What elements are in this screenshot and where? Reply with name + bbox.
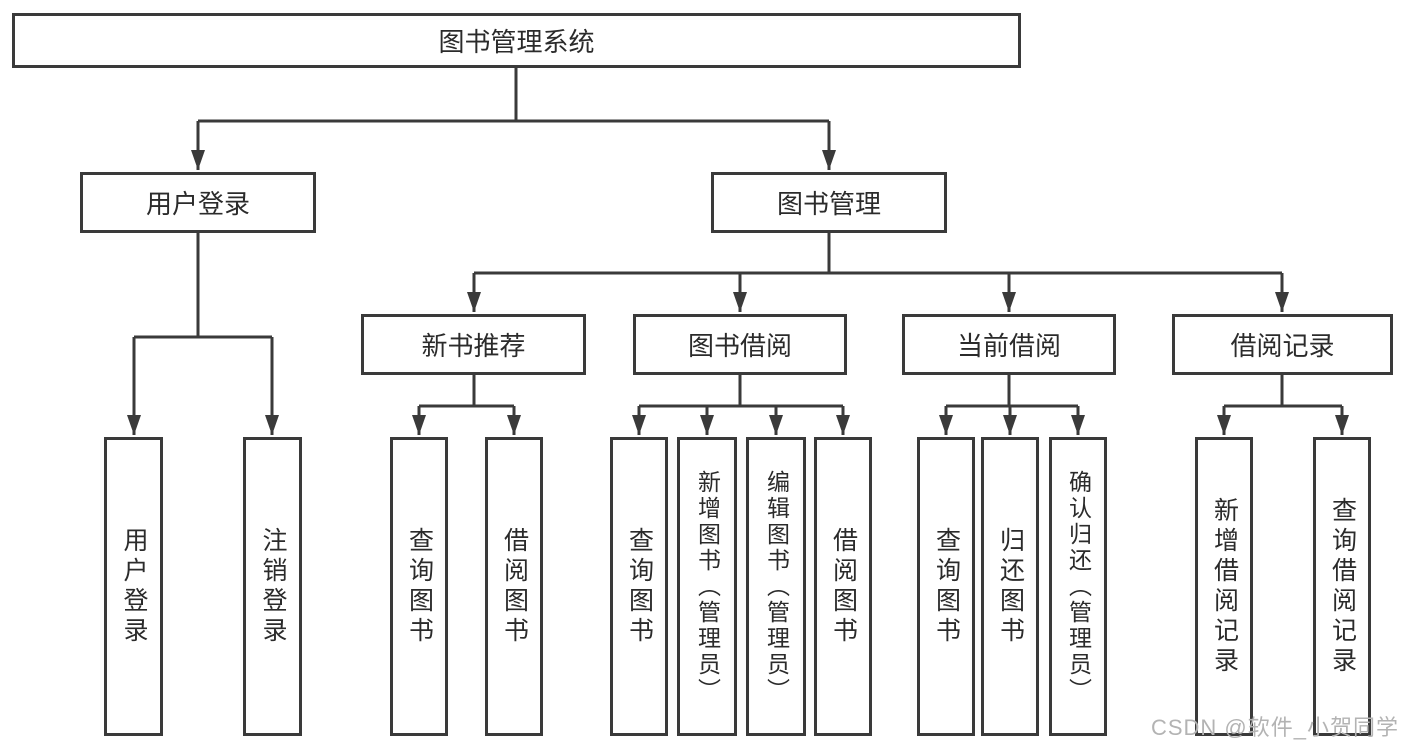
- node-root-library-system: 图书管理系统: [12, 13, 1021, 68]
- leaf-query-books-current: 查询图书: [917, 437, 975, 736]
- node-current-borrow: 当前借阅: [902, 314, 1116, 375]
- csdn-watermark: CSDN @软件_小贺同学: [1150, 715, 1399, 740]
- leaf-query-books-recommend: 查询图书: [390, 437, 448, 736]
- leaf-borrow-books: 借阅图书: [814, 437, 872, 736]
- node-book-management: 图书管理: [711, 172, 947, 233]
- leaf-edit-books-admin: 编辑图书（管理员）: [746, 437, 806, 736]
- leaf-add-borrow-record: 新增借阅记录: [1195, 437, 1253, 736]
- leaf-return-books: 归还图书: [981, 437, 1039, 736]
- node-new-book-recommend: 新书推荐: [361, 314, 586, 375]
- leaf-user-login: 用户登录: [104, 437, 163, 736]
- node-borrow-records: 借阅记录: [1172, 314, 1393, 375]
- leaf-logout: 注销登录: [243, 437, 302, 736]
- node-book-borrow: 图书借阅: [633, 314, 847, 375]
- leaf-add-books-admin: 新增图书（管理员）: [677, 437, 737, 736]
- leaf-query-books-borrow: 查询图书: [610, 437, 668, 736]
- node-user-login: 用户登录: [80, 172, 316, 233]
- leaf-borrow-books-recommend: 借阅图书: [485, 437, 543, 736]
- leaf-query-borrow-record: 查询借阅记录: [1313, 437, 1371, 736]
- leaf-confirm-return-admin: 确认归还（管理员）: [1049, 437, 1107, 736]
